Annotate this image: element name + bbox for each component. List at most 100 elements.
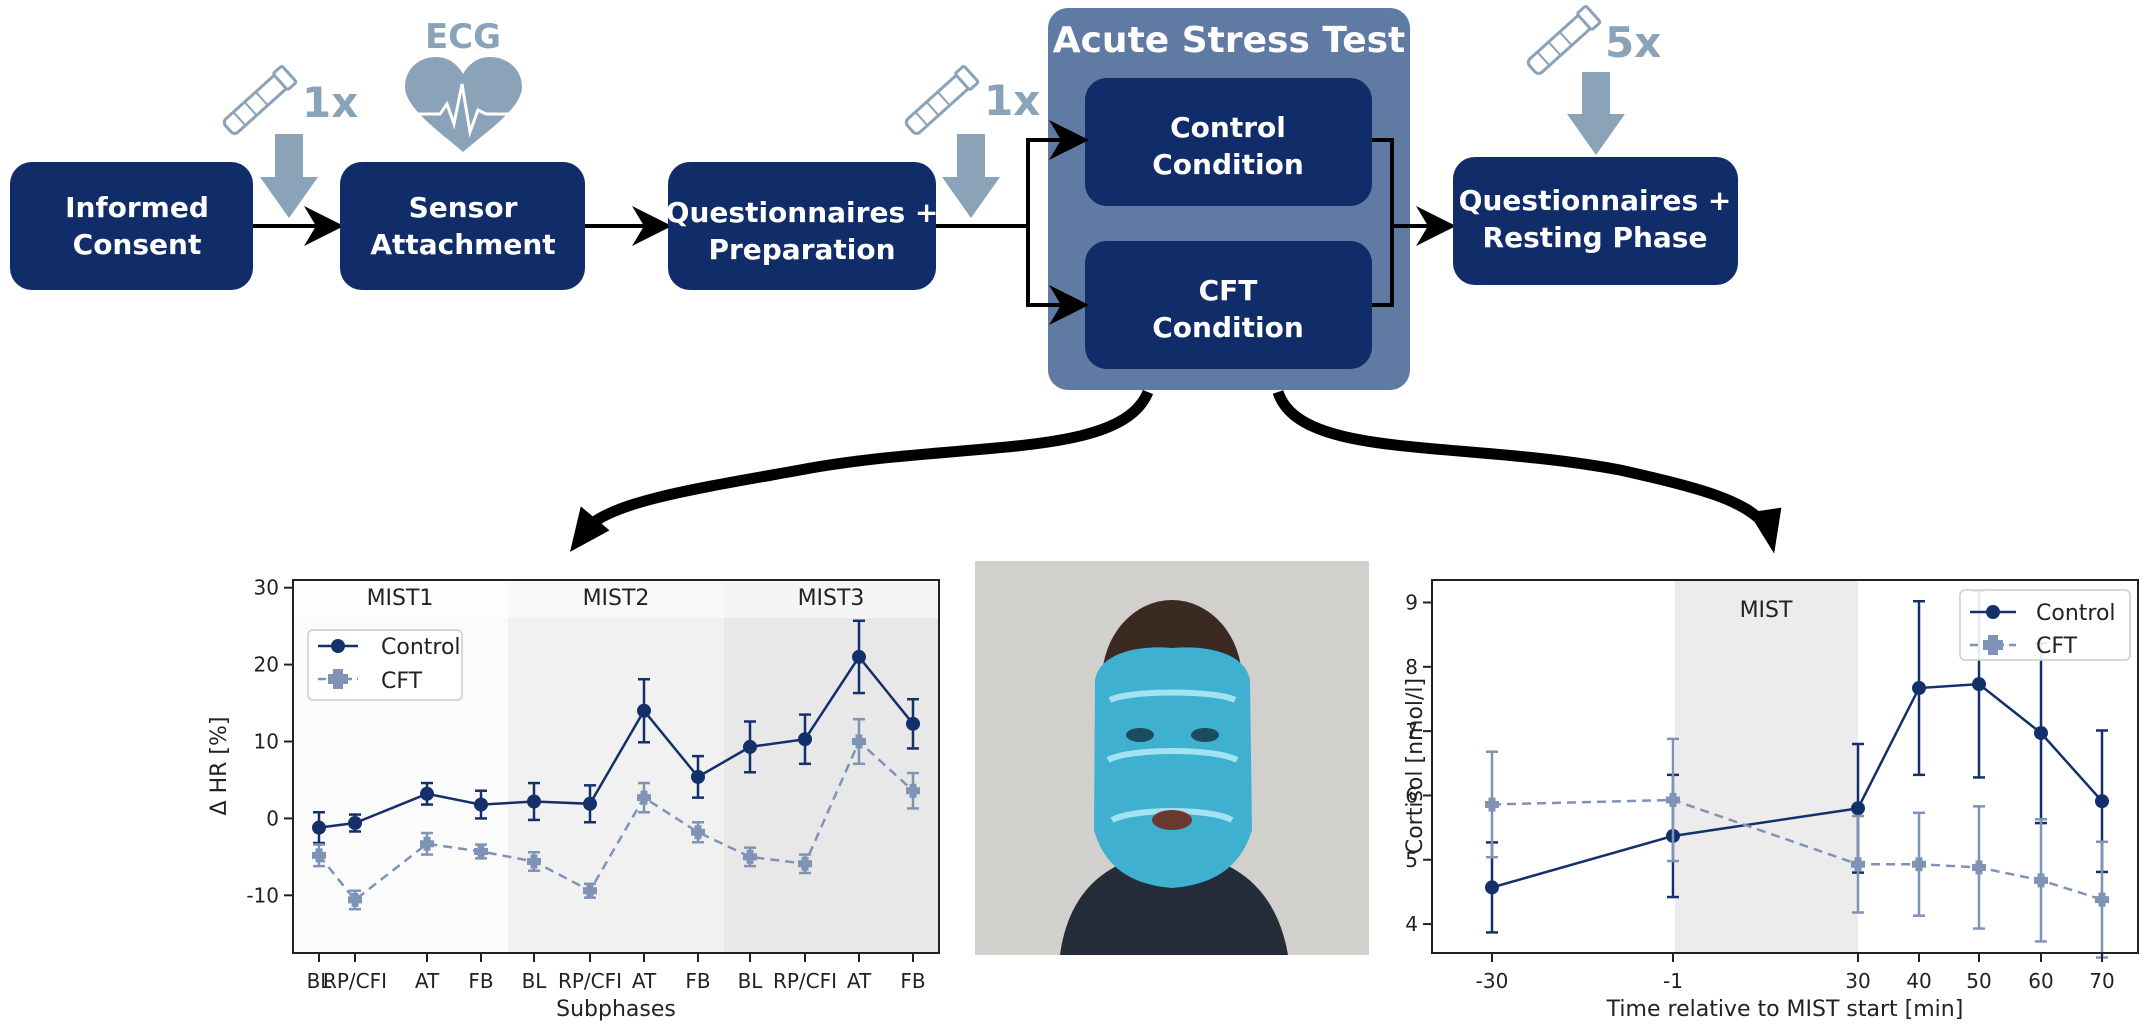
hr-ytick-label: 30 <box>254 576 279 600</box>
cortisol-x-axis-label: Time relative to MIST start [min] <box>1606 997 1964 1022</box>
cortisol-xtick-label: 70 <box>2089 969 2114 993</box>
cold-face-mask-photo <box>975 561 1369 955</box>
hr-point-control <box>420 787 434 801</box>
heart-icon <box>405 57 522 152</box>
cortisol-legend-cft: CFT <box>2036 634 2078 659</box>
hr-xtick-label: FB <box>468 969 493 993</box>
sensor-attachment-line2: Attachment <box>370 228 555 261</box>
flow-diagram: Informed Consent Sensor Attachment Quest… <box>10 6 1779 548</box>
questionnaires-preparation-box: Questionnaires + Preparation <box>666 162 939 290</box>
mask-eye-right <box>1191 728 1219 742</box>
cortisol-mist-label: MIST <box>1740 598 1793 623</box>
sensor-attachment-box: Sensor Attachment <box>340 162 585 290</box>
hr-point-control <box>312 821 326 835</box>
acute-stress-test-container: Acute Stress Test Control Condition CFT … <box>1048 8 1410 390</box>
hr-phase-label-mist2: MIST2 <box>583 586 650 611</box>
hr-legend-cft: CFT <box>381 669 423 694</box>
cortisol-point-control <box>1912 681 1926 695</box>
ecg-label: ECG <box>425 17 501 57</box>
hr-xtick-label: RP/CFI <box>558 969 622 993</box>
cortisol-xtick-label: 40 <box>1906 969 1931 993</box>
acute-stress-test-title: Acute Stress Test <box>1053 20 1406 61</box>
sample-count-2: 1x <box>984 76 1040 125</box>
hr-chart: MIST1 MIST2 MIST3 3020100-10BLRP/CFIATFB… <box>207 576 939 1022</box>
hr-point-control <box>906 717 920 731</box>
questionnaires-resting-box: Questionnaires + Resting Phase <box>1453 157 1738 285</box>
control-condition-line1: Control <box>1170 111 1286 144</box>
hr-xtick-label: AT <box>847 969 872 993</box>
questionnaires-preparation-line2: Preparation <box>708 233 895 266</box>
cortisol-ytick-label: 9 <box>1405 591 1418 615</box>
saliva-tube-icon <box>221 66 297 137</box>
informed-consent-box: Informed Consent <box>10 162 253 290</box>
hr-xtick-label: RP/CFI <box>323 969 387 993</box>
hr-point-control <box>637 704 651 718</box>
sample-down-arrow-icon <box>942 134 1000 218</box>
curved-arrowhead-right-icon <box>1752 510 1779 548</box>
hr-point-control <box>743 740 757 754</box>
hr-y-axis-label: Δ HR [%] <box>207 717 232 816</box>
hr-point-control <box>348 816 362 830</box>
cortisol-legend-control-marker <box>1986 605 2000 619</box>
cortisol-point-control <box>2095 794 2109 808</box>
curved-arrow-to-hr-plot <box>590 392 1148 525</box>
cortisol-xtick-label: -1 <box>1663 969 1683 993</box>
questionnaires-resting-line1: Questionnaires + <box>1459 184 1732 217</box>
hr-xtick-label: AT <box>415 969 440 993</box>
hr-xtick-label: BL <box>738 969 764 993</box>
hr-ytick-label: 0 <box>266 806 279 830</box>
saliva-tube-icon <box>903 66 979 137</box>
mouth <box>1152 810 1192 830</box>
cortisol-point-control <box>2034 726 2048 740</box>
hr-point-control <box>691 770 705 784</box>
hr-ytick-label: 10 <box>254 730 279 754</box>
hr-xtick-label: FB <box>685 969 710 993</box>
cft-condition-line2: Condition <box>1152 311 1304 344</box>
hr-phase-label-mist3: MIST3 <box>798 586 865 611</box>
cortisol-xtick-label: 60 <box>2028 969 2053 993</box>
hr-xtick-label: RP/CFI <box>773 969 837 993</box>
hr-xtick-label: FB <box>900 969 925 993</box>
control-condition-line2: Condition <box>1152 148 1304 181</box>
hr-point-control <box>583 797 597 811</box>
hr-point-control <box>527 794 541 808</box>
hr-legend-control: Control <box>381 635 461 660</box>
saliva-tube-icon <box>1525 6 1601 77</box>
saliva-sample-5: 5x <box>1525 6 1661 155</box>
hr-point-control <box>474 798 488 812</box>
cortisol-ytick-label: 4 <box>1405 912 1418 936</box>
cortisol-y-axis-label: Cortisol [nmol/l] <box>1403 678 1428 854</box>
cortisol-ytick-label: 8 <box>1405 655 1418 679</box>
sample-count-1: 1x <box>302 78 358 127</box>
hr-legend: Control CFT <box>308 630 462 700</box>
hr-xtick-label: AT <box>632 969 657 993</box>
cortisol-xtick-label: 50 <box>1966 969 1991 993</box>
cortisol-point-control <box>1972 677 1986 691</box>
hr-phase-bg-mist3 <box>724 580 939 953</box>
cortisol-xtick-label: -30 <box>1476 969 1509 993</box>
sensor-attachment-line1: Sensor <box>409 191 518 224</box>
sample-count-5: 5x <box>1605 18 1661 67</box>
cortisol-mist-shade <box>1675 580 1858 953</box>
cortisol-chart: MIST 987654-30-13040506070 Time relative… <box>1403 580 2138 1022</box>
mask-eye-left <box>1126 728 1154 742</box>
hr-point-control <box>798 732 812 746</box>
cold-gel-mask <box>1094 647 1252 888</box>
hr-ytick-label: 20 <box>254 653 279 677</box>
hr-x-axis-label: Subphases <box>556 997 676 1022</box>
cortisol-point-control <box>1485 880 1499 894</box>
cortisol-xtick-label: 30 <box>1845 969 1870 993</box>
ecg-sensor: ECG <box>405 17 522 152</box>
cortisol-point-control <box>1851 801 1865 815</box>
questionnaires-resting-line2: Resting Phase <box>1483 221 1708 254</box>
hr-phase-bg-mist2 <box>508 580 724 953</box>
cft-condition-line1: CFT <box>1199 274 1258 307</box>
informed-consent-line1: Informed <box>65 191 209 224</box>
hr-xtick-label: BL <box>522 969 548 993</box>
questionnaires-preparation-line1: Questionnaires + <box>666 196 939 229</box>
cortisol-legend: Control CFT <box>1960 590 2130 660</box>
hr-ytick-label: -10 <box>246 883 279 907</box>
hr-point-control <box>852 650 866 664</box>
informed-consent-line2: Consent <box>73 228 202 261</box>
